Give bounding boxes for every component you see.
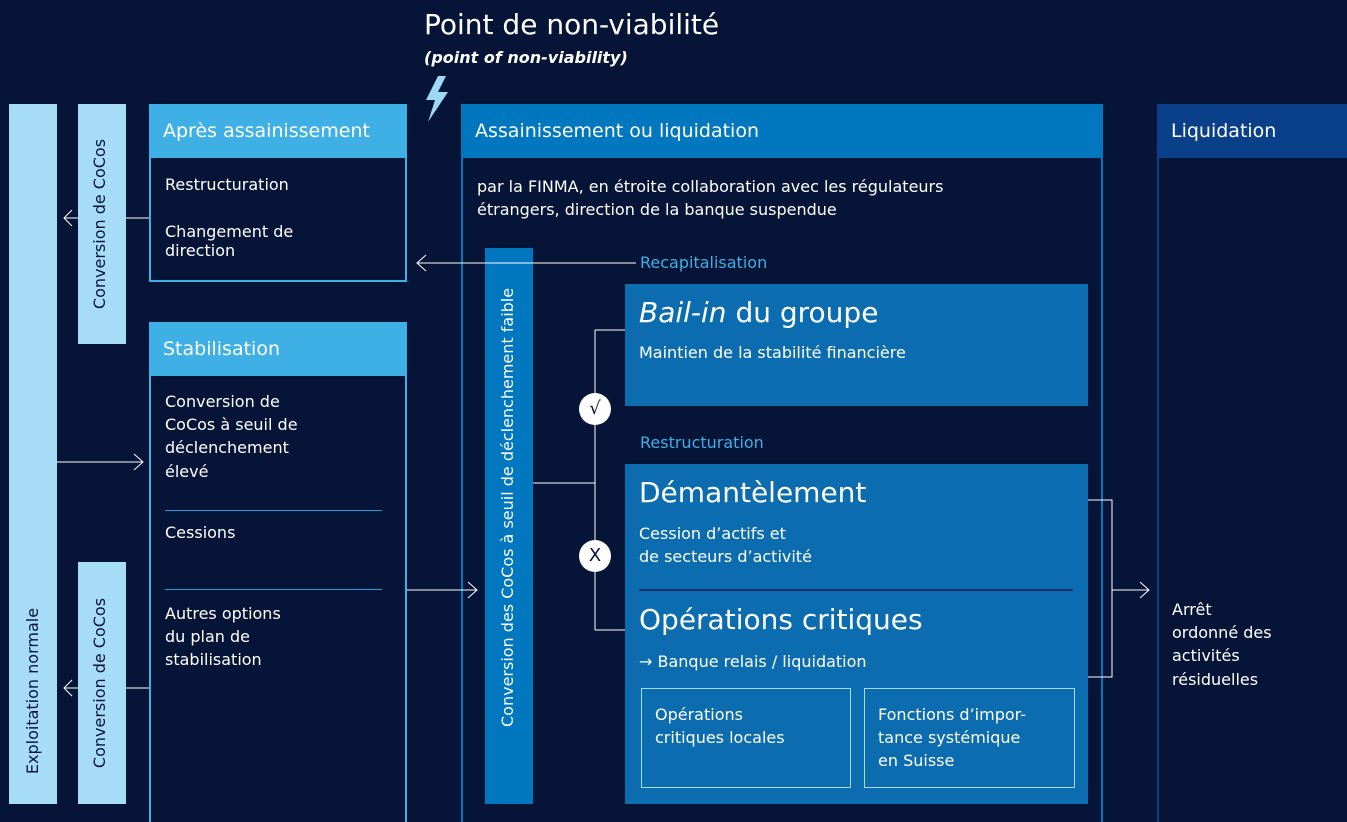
liquidation-box	[1157, 158, 1347, 822]
conversion-cocos-bottom-bar	[78, 562, 126, 804]
bailin-subtitle: Maintien de la stabilité financière	[639, 343, 906, 362]
liquidation-header: Liquidation	[1157, 104, 1347, 158]
demantelement-title: Démantèlement	[639, 476, 867, 509]
fonctions-systemiques-text: Fonctions d’impor- tance systémique en S…	[878, 705, 1026, 771]
check-icon: √	[579, 393, 611, 425]
conversion-cocos-top-bar	[78, 104, 126, 344]
operations-locales-box	[641, 688, 851, 788]
lightning-bolt-icon	[426, 76, 448, 122]
stabilisation-item-conversion: Conversion de CoCos à seuil de déclenche…	[165, 392, 298, 481]
cross-symbol: X	[588, 545, 602, 566]
stabilisation-item-cessions: Cessions	[165, 523, 236, 542]
recapitalisation-label: Recapitalisation	[640, 253, 768, 272]
exploitation-normale-bar	[9, 104, 57, 804]
assainissement-box	[461, 158, 1103, 822]
operations-critiques-title: Opérations critiques	[639, 603, 923, 636]
bailin-title-rest: du groupe	[726, 296, 879, 329]
demantelement-box	[625, 464, 1088, 804]
apres-assainissement-box	[149, 158, 407, 282]
bailin-title: Bail-in du groupe	[639, 296, 878, 330]
x-icon: X	[579, 540, 611, 572]
demantelement-divider	[639, 589, 1073, 591]
restructuration-label: Restructuration	[640, 433, 764, 452]
low-trigger-conversion-bar	[485, 248, 533, 804]
stabilisation-box	[149, 376, 407, 822]
stabilisation-item-autres: Autres options du plan de stabilisation	[165, 604, 281, 670]
liquidation-text: Arrêt ordonné des activités résiduelles	[1172, 600, 1272, 689]
operations-locales-text: Opérations critiques locales	[655, 705, 785, 748]
apres-item-changement: Changement de direction	[165, 222, 294, 261]
stabilisation-header: Stabilisation	[149, 322, 407, 376]
apres-assainissement-header: Après assainissement	[149, 104, 407, 158]
stabilisation-divider-1	[165, 510, 382, 511]
bailin-title-italic: Bail-in	[639, 296, 727, 329]
assainissement-description: par la FINMA, en étroite collaboration a…	[477, 177, 944, 220]
page-title: Point de non-viabilité	[424, 8, 720, 41]
page-subtitle: (point of non-viability)	[424, 48, 628, 67]
check-symbol: √	[589, 398, 601, 419]
demantelement-subtitle: Cession d’actifs et de secteurs d’activi…	[639, 524, 812, 567]
bailin-box	[625, 284, 1088, 406]
fonctions-systemiques-box	[864, 688, 1075, 788]
stabilisation-divider-2	[165, 589, 382, 590]
operations-critiques-subtitle: → Banque relais / liquidation	[639, 652, 867, 671]
assainissement-header: Assainissement ou liquidation	[461, 104, 1103, 158]
apres-item-restructuration: Restructuration	[165, 175, 289, 194]
